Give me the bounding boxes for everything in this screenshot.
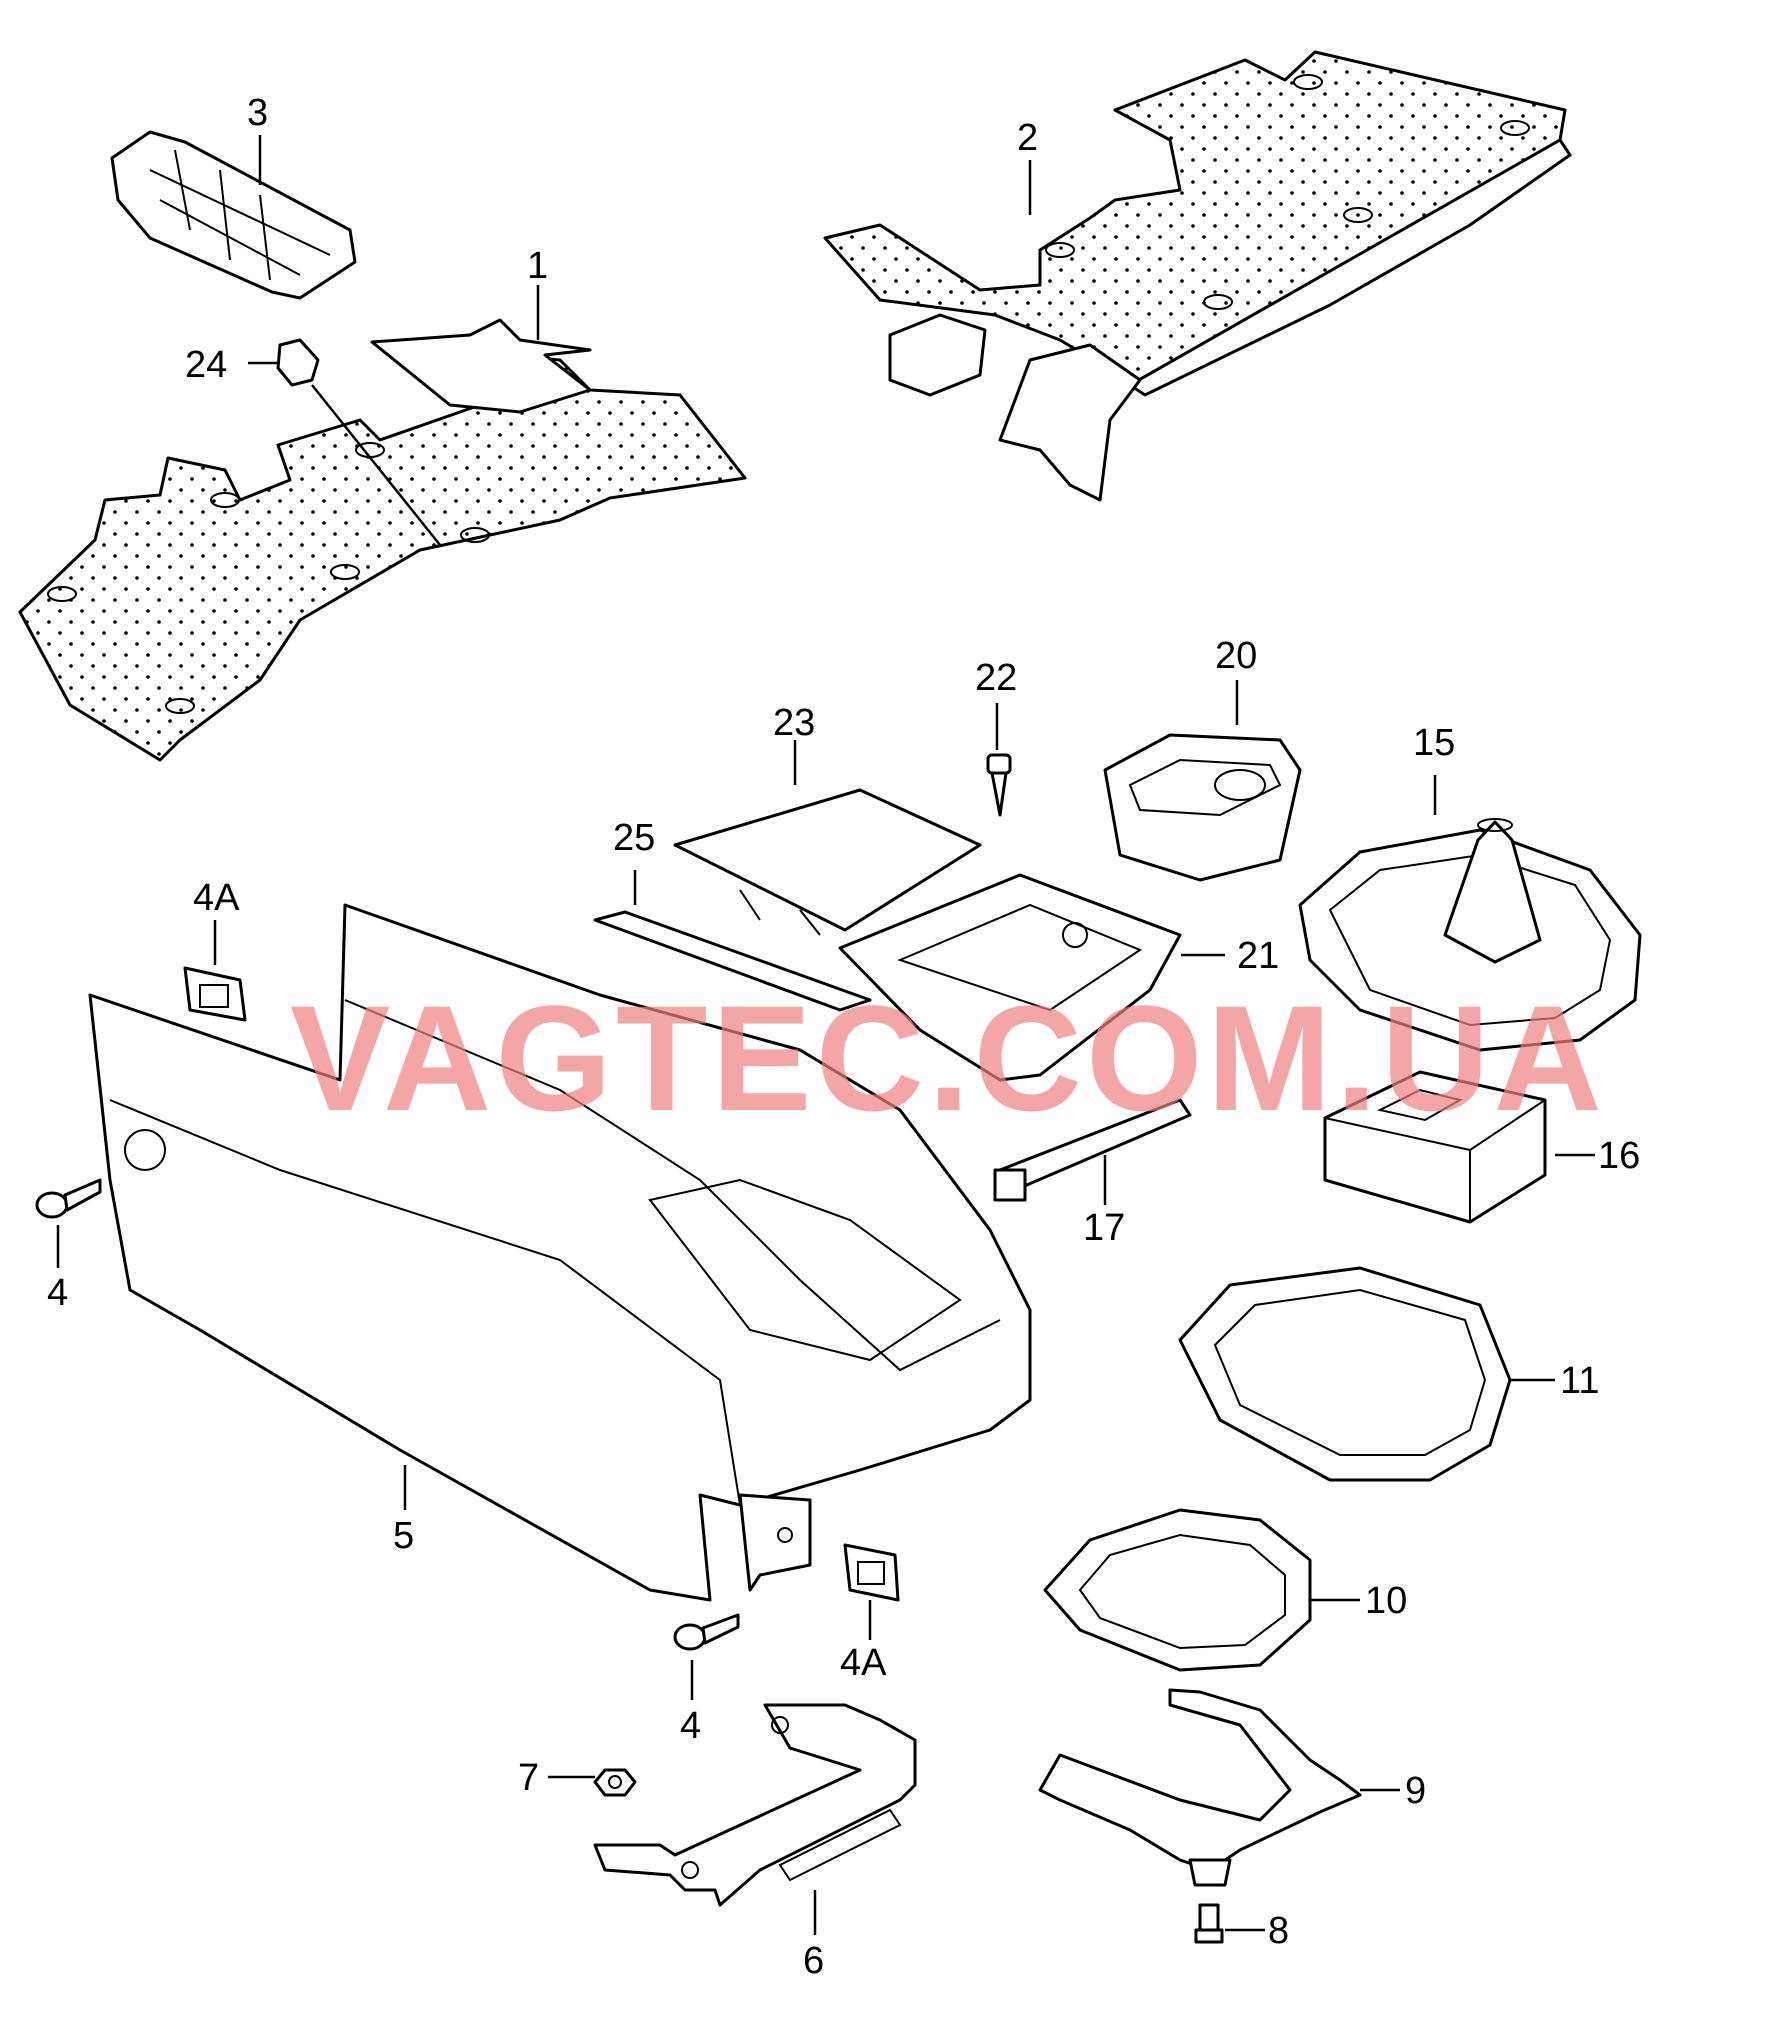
part-16-foam-block	[1323, 1070, 1547, 1224]
part-17-bar	[993, 1098, 1192, 1202]
callout-21: 21	[1237, 935, 1279, 977]
part-21-ashtray-insert	[838, 873, 1182, 1082]
callout-16: 16	[1598, 1135, 1640, 1177]
part-4-screw-upper	[35, 1178, 102, 1219]
part-5-center-console	[88, 903, 1032, 1602]
callout-1: 1	[527, 245, 548, 287]
callout-24: 24	[185, 344, 227, 386]
callout-4A-lower: 4A	[840, 1642, 887, 1684]
callout-4-lower: 4	[680, 1705, 701, 1747]
part-4-screw-lower	[673, 1613, 740, 1651]
part-24-clip	[276, 338, 441, 546]
part-7-nut	[593, 1768, 637, 1797]
part-8-bolt	[1194, 1903, 1224, 1944]
callout-8: 8	[1268, 1910, 1289, 1952]
part-2-floor-panel	[823, 50, 1572, 502]
callout-15: 15	[1413, 722, 1455, 764]
leader-lines	[56, 135, 1595, 1935]
part-4A-clip-lower	[843, 1543, 900, 1602]
part-15-shift-boot	[1298, 818, 1642, 1052]
part-25-strip	[593, 910, 872, 1012]
callout-6: 6	[803, 1940, 824, 1982]
panel-clip-slots	[1045, 74, 1530, 310]
callout-17: 17	[1083, 1207, 1125, 1249]
callout-labels: 3 2 1 24 23 25 22 20 21 15 16 17 11 10 9…	[47, 92, 1640, 1982]
part-1-floor-panel	[18, 318, 747, 762]
part-20-cup-holder	[1103, 733, 1302, 882]
callout-4-upper: 4	[47, 1272, 68, 1314]
panel-clip-slots	[47, 442, 490, 714]
part-10-gasket	[1043, 1508, 1312, 1672]
part-22-screw	[986, 753, 1012, 817]
part-4A-clip-upper	[183, 966, 247, 1022]
callout-9: 9	[1405, 1770, 1426, 1812]
callout-7: 7	[518, 1757, 539, 1799]
callout-3: 3	[247, 92, 268, 134]
callout-10: 10	[1365, 1580, 1407, 1622]
callout-25: 25	[613, 817, 655, 859]
callout-11: 11	[1560, 1360, 1599, 1402]
callout-5: 5	[393, 1515, 414, 1557]
callout-22: 22	[975, 657, 1017, 699]
part-23-lid	[673, 788, 982, 936]
watermark: VAGTEC.COM.UA	[290, 974, 1606, 1142]
part-3-bracket	[110, 130, 357, 300]
callout-2: 2	[1017, 117, 1038, 159]
part-9-mounting-frame	[1038, 1688, 1362, 1887]
part-6-mounting-bracket	[593, 1703, 917, 1907]
callout-20: 20	[1215, 635, 1257, 677]
part-11-trim-ring	[1178, 1266, 1512, 1482]
callout-23: 23	[773, 702, 815, 744]
callout-4A-upper: 4A	[193, 877, 240, 919]
